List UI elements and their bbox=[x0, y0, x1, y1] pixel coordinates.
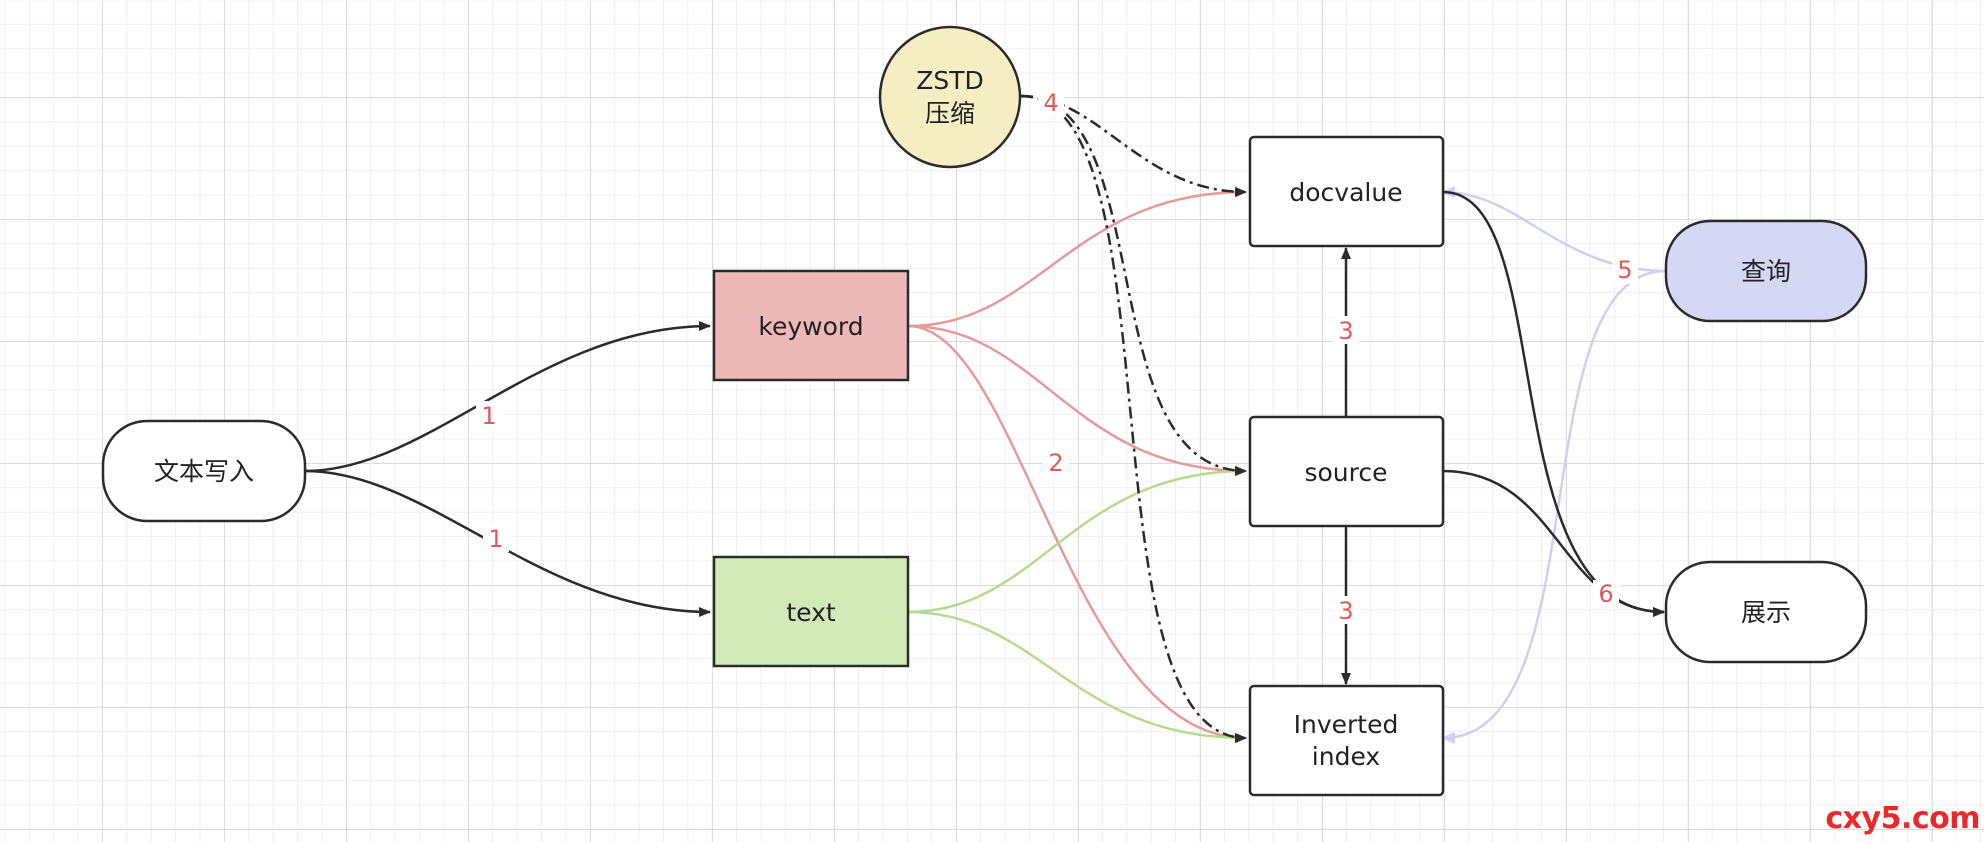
edge-keyword-to-source bbox=[907, 324, 1247, 476]
node-source[interactable]: source bbox=[1248, 415, 1445, 528]
node-label-text: text bbox=[786, 598, 836, 627]
nodes: 文本写入 keyword text ZSTD 压缩 docvalue sourc… bbox=[101, 25, 1868, 797]
node-label-display: 展示 bbox=[1741, 598, 1791, 627]
edge-keyword-to-docvalue bbox=[907, 187, 1247, 328]
node-keyword[interactable]: keyword bbox=[712, 269, 910, 382]
edge-source-to-display bbox=[1442, 469, 1665, 617]
watermark: cxy5.com bbox=[1825, 801, 1980, 836]
node-label-inverted-line2: index bbox=[1312, 742, 1380, 771]
node-label-zstd-line1: ZSTD bbox=[916, 66, 984, 95]
node-label-source: source bbox=[1304, 458, 1387, 487]
node-text-write[interactable]: 文本写入 bbox=[101, 419, 307, 523]
node-docvalue[interactable]: docvalue bbox=[1248, 135, 1445, 248]
node-label-docvalue: docvalue bbox=[1289, 178, 1402, 207]
node-query[interactable]: 查询 bbox=[1664, 219, 1868, 323]
edges bbox=[304, 94, 1667, 744]
edge-labels: 1 1 2 3 3 4 5 6 bbox=[476, 89, 1638, 625]
edge-label-display: 6 bbox=[1598, 580, 1613, 608]
edge-zstd-to-source bbox=[1020, 94, 1247, 476]
node-label-query: 查询 bbox=[1741, 257, 1791, 286]
edge-label-write-keyword: 1 bbox=[481, 402, 496, 430]
edge-docvalue-to-display bbox=[1442, 190, 1665, 617]
node-label-inverted-line1: Inverted bbox=[1294, 710, 1399, 739]
node-label-text-write: 文本写入 bbox=[154, 457, 254, 486]
node-inverted-index[interactable]: Inverted index bbox=[1248, 684, 1445, 797]
edge-write-to-keyword bbox=[304, 321, 711, 473]
node-text[interactable]: text bbox=[712, 555, 910, 668]
edge-zstd-to-inverted bbox=[1020, 94, 1247, 743]
node-display[interactable]: 展示 bbox=[1664, 560, 1868, 664]
edge-label-source-docvalue: 3 bbox=[1338, 317, 1353, 345]
edge-text-to-source bbox=[907, 466, 1247, 614]
edge-query-to-inverted bbox=[1441, 269, 1667, 744]
edge-label-keyword-inverted: 2 bbox=[1048, 449, 1063, 477]
edge-label-write-text: 1 bbox=[488, 525, 503, 553]
node-zstd[interactable]: ZSTD 压缩 bbox=[878, 25, 1022, 169]
edge-label-zstd: 4 bbox=[1043, 89, 1058, 117]
node-label-zstd-line2: 压缩 bbox=[925, 99, 975, 128]
edge-label-query: 5 bbox=[1617, 256, 1632, 284]
edge-keyword-to-inverted bbox=[907, 324, 1247, 743]
node-label-keyword: keyword bbox=[758, 312, 863, 341]
edge-text-to-inverted bbox=[907, 610, 1247, 743]
edge-label-source-inverted: 3 bbox=[1338, 597, 1353, 625]
